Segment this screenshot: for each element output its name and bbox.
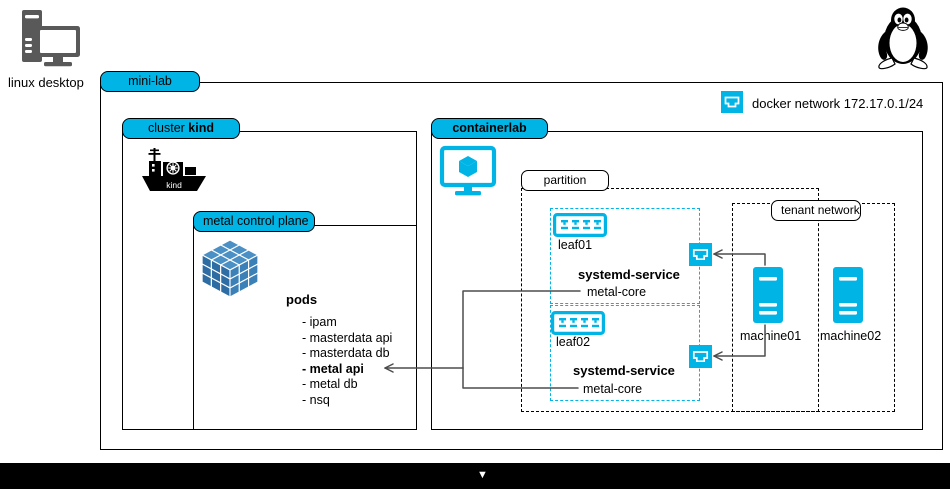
leaf01-network-switch-icon xyxy=(553,213,607,237)
pods-list: - ipam - masterdata api - masterdata db … xyxy=(302,315,392,409)
leaf02-network-port-icon xyxy=(689,345,712,368)
kubernetes-cube-icon xyxy=(200,238,260,298)
pod-item: - masterdata api xyxy=(302,330,393,345)
mini-lab-frame xyxy=(100,82,943,450)
linux-penguin-logo xyxy=(870,6,936,72)
leaf02-service-name: metal-core xyxy=(583,382,643,396)
desktop-label: linux desktop xyxy=(8,75,84,90)
leaf01-name: leaf01 xyxy=(558,238,593,252)
desktop-computer-icon xyxy=(18,8,84,70)
pod-item: - metal db xyxy=(302,377,358,392)
pod-item: - ipam xyxy=(302,315,337,329)
partition-label: partition xyxy=(521,170,609,191)
pod-item: - masterdata db xyxy=(302,346,390,361)
machine02-label: machine02 xyxy=(820,329,882,343)
leaf01-network-port-icon xyxy=(689,243,712,266)
machine02-server-tower-icon xyxy=(831,265,865,325)
bottom-bar: ▼ xyxy=(0,463,950,489)
metal-control-plane-tab[interactable]: metal control plane xyxy=(193,211,315,232)
monitor-container-icon xyxy=(439,145,497,198)
tenant-network-label: tenant network xyxy=(771,200,861,221)
machine01-label: machine01 xyxy=(740,329,802,343)
mini-lab-tab[interactable]: mini-lab xyxy=(100,71,200,92)
containerlab-frame xyxy=(431,131,923,430)
leaf02-name: leaf02 xyxy=(556,335,591,349)
cluster-kind-tab[interactable]: cluster kind xyxy=(122,118,240,139)
leaf02-service-heading: systemd-service xyxy=(573,363,675,378)
leaf02-network-switch-icon xyxy=(551,311,605,335)
leaf01-service-name: metal-core xyxy=(587,285,647,299)
kind-ship-logo: kind xyxy=(140,147,212,199)
bottom-bar-glyph: ▼ xyxy=(477,469,488,481)
docker-network-port-icon xyxy=(721,91,743,113)
machine01-server-tower-icon xyxy=(751,265,785,325)
kind-logo-text: kind xyxy=(166,180,182,190)
cluster-kind-tab-strong: kind xyxy=(188,121,214,135)
leaf01-service-heading: systemd-service xyxy=(578,267,680,282)
pod-item: - nsq xyxy=(302,392,330,407)
containerlab-tab[interactable]: containerlab xyxy=(431,118,548,139)
docker-network-label: docker network 172.17.0.1/24 xyxy=(752,96,924,111)
cluster-kind-tab-prefix: cluster xyxy=(148,121,189,135)
pods-heading: pods xyxy=(286,292,318,307)
pod-item-metal-api: - metal api xyxy=(302,361,364,376)
